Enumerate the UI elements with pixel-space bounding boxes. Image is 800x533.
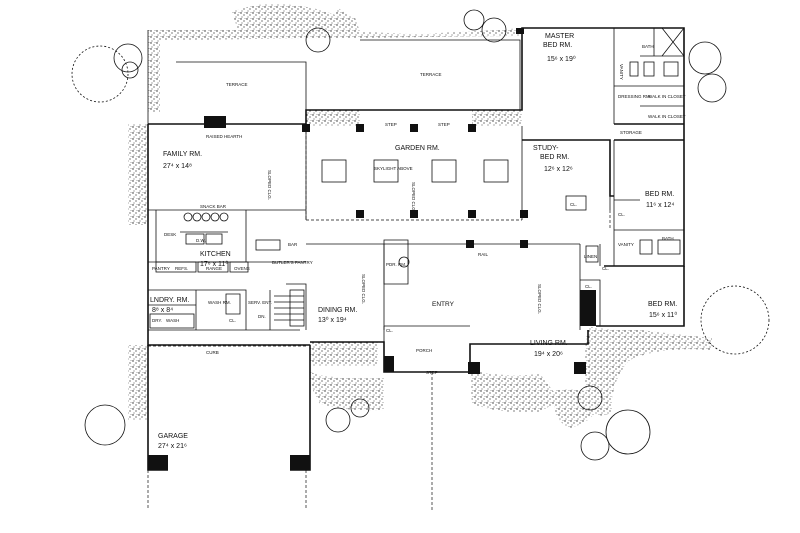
powder-rm-label: PDR. RM. xyxy=(386,262,406,267)
dining-rm-dims: 13⁰ x 19⁴ xyxy=(318,316,347,324)
bar-label: BAR xyxy=(288,242,298,247)
dressing-rm-label: DRESSING RM. xyxy=(618,94,651,99)
skylight-label: SKYLIGHT ABOVE xyxy=(374,166,413,171)
master-bath-label: BATH xyxy=(642,44,654,49)
study-bed-rm-label: STUDY- xyxy=(533,145,559,152)
laundry-rm-dims: 8⁸ x 8⁴ xyxy=(152,307,173,314)
landscape-textures xyxy=(128,4,712,428)
study-bed-rm-dims: 12⁶ x 12⁶ xyxy=(544,166,573,173)
family-rm-dims: 27⁴ x 14⁸ xyxy=(163,163,192,170)
kitchen-fixtures xyxy=(149,61,681,329)
curb-label: CURB xyxy=(206,350,219,355)
family-rm-label: FAMILY RM. xyxy=(163,151,202,158)
sloped-clg-living-label: SLOPED CLG. xyxy=(537,284,542,314)
dryer-label: DRY. xyxy=(152,318,162,323)
interior-walls xyxy=(148,27,685,342)
entry-label: ENTRY xyxy=(432,301,455,308)
master-vanity-label: VANITY xyxy=(619,64,624,80)
serv-ent-label: SERV. ENT. xyxy=(248,300,272,305)
washer-label: WASH xyxy=(166,318,179,323)
walk-in-closet-1-label: WALK IN CLOSET xyxy=(648,94,686,99)
rail-label: RAIL xyxy=(478,252,489,257)
step-label-1: STEP xyxy=(385,122,397,127)
closet-bed1-label: CL. xyxy=(618,212,625,217)
bed-rm-2-dims: 15⁶ x 11⁰ xyxy=(649,311,677,319)
closet-study-label: CL. xyxy=(570,202,577,207)
small-annotations: TERRACE TERRACE RAISED HEARTH STEP STEP … xyxy=(152,44,686,375)
sloped-clg-dining-label: SLOPED CLG. xyxy=(361,274,366,304)
closet-serv-label: CL. xyxy=(229,318,236,323)
master-bed-rm-label: MASTER xyxy=(545,33,574,40)
closet-living-label: CL. xyxy=(585,284,592,289)
linen-label: LINEN xyxy=(584,254,597,259)
wash-rm-label: WASH RM. xyxy=(208,300,231,305)
kitchen-dims: 17⁶ x 11⁰ xyxy=(200,260,228,268)
walk-in-closet-2-label: WALK IN CLOSET xyxy=(648,114,686,119)
bed-rm-1-label: BED RM. xyxy=(645,191,674,198)
kitchen-label: KITCHEN xyxy=(200,251,231,258)
porch-step-label: STEP xyxy=(426,370,438,375)
room-labels: MASTER BED RM. 15⁶ x 19⁰ FAMILY RM. 27⁴ … xyxy=(150,33,677,450)
master-bed-rm-label-2: BED RM. xyxy=(543,42,572,49)
butlers-pantry-label: BUTLER'S PANTRY xyxy=(272,260,313,265)
vanity-2-label: VANITY xyxy=(618,242,634,247)
pantry-label: PANTRY xyxy=(152,266,170,271)
range-label: RANGE xyxy=(206,266,222,271)
terrace-right-label: TERRACE xyxy=(420,72,442,77)
closet-porch-label: CL. xyxy=(386,328,393,333)
terrace-left-label: TERRACE xyxy=(226,82,248,87)
stair-down-label: DN. xyxy=(258,314,266,319)
laundry-rm-label: LNDRY. RM. xyxy=(150,297,189,304)
terrace xyxy=(147,30,521,124)
study-bed-rm-label-2: BED RM. xyxy=(540,154,569,161)
bed-rm-2-label: BED RM. xyxy=(648,301,677,308)
master-bed-rm-dims: 15⁶ x 19⁰ xyxy=(547,55,576,63)
bath-2-label: BATH xyxy=(662,236,674,241)
structural-piers xyxy=(148,28,596,470)
sloped-clg-garden-label: SLOPED CLG. xyxy=(411,182,416,212)
garage-dims: 27⁴ x 21⁶ xyxy=(158,443,187,450)
desk-label: DESK xyxy=(164,232,176,237)
raised-hearth-label: RAISED HEARTH xyxy=(206,134,242,139)
snack-bar-label: SNACK BAR xyxy=(200,204,227,209)
refs-label: REFS. xyxy=(175,266,188,271)
skylight-blocks xyxy=(321,159,509,183)
closet-bed2-label: CL. xyxy=(602,266,609,271)
ovens-label: OVENS xyxy=(234,266,250,271)
garage-label: GARAGE xyxy=(158,433,188,440)
living-rm-dims: 19⁴ x 20⁶ xyxy=(534,351,563,358)
porch-label: PORCH xyxy=(416,348,432,353)
dining-rm-label: DINING RM. xyxy=(318,307,357,314)
dw-label: D.W. xyxy=(196,238,206,243)
step-label-2: STEP xyxy=(438,122,450,127)
sloped-clg-family-label: SLOPED CLG. xyxy=(267,170,272,200)
garden-rm-label: GARDEN RM. xyxy=(395,145,440,152)
living-rm-label: LIVING RM. xyxy=(530,340,568,347)
dashed-lines xyxy=(147,126,611,510)
bed-rm-1-dims: 11⁶ x 12⁴ xyxy=(646,202,674,209)
landscape-trees xyxy=(71,9,770,461)
storage-label: STORAGE xyxy=(620,130,642,135)
